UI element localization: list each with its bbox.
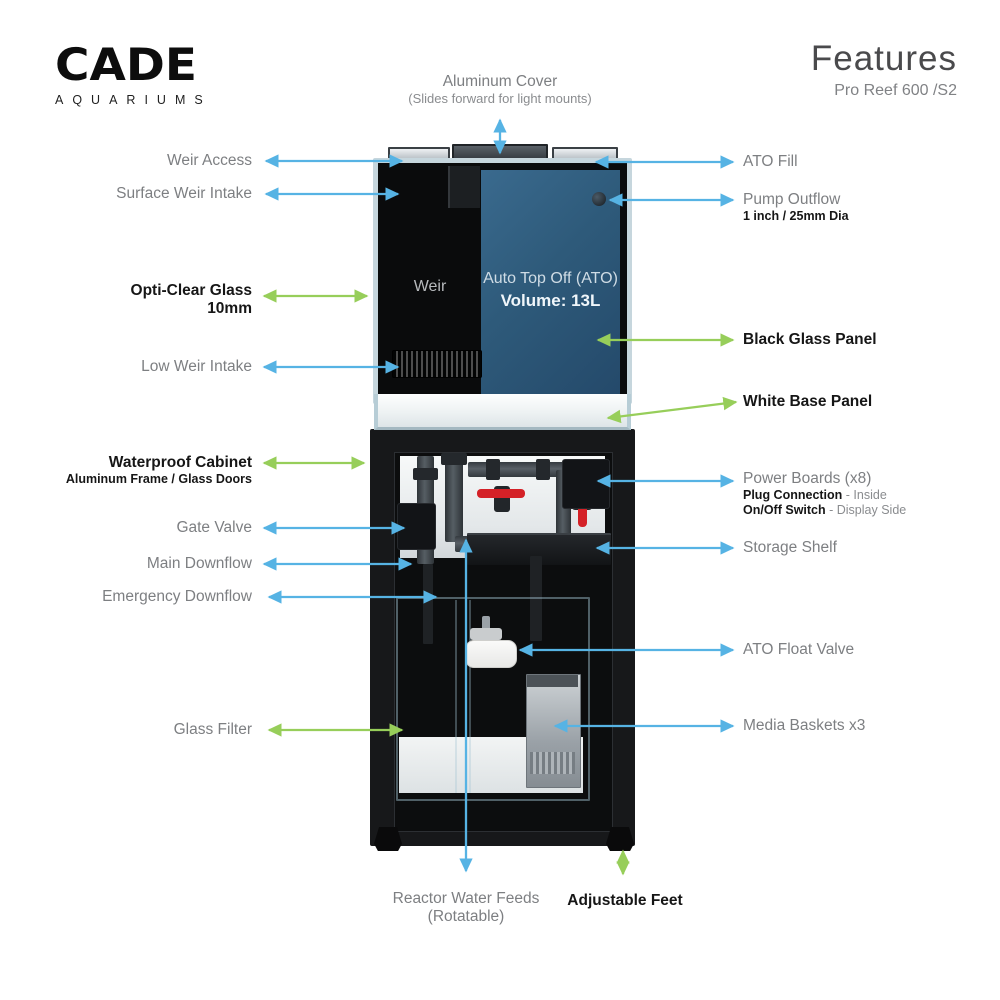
- callout-black-glass-panel: Black Glass Panel: [743, 331, 877, 348]
- callout-ato-fill: ATO Fill: [743, 153, 798, 170]
- power-board-box: [562, 459, 610, 509]
- weir-panel-label: Weir: [413, 278, 447, 295]
- media-basket-slats: [530, 752, 575, 774]
- power-boards-title: Power Boards (x8): [743, 470, 872, 487]
- sump-baffle: [455, 600, 457, 793]
- callout-aluminum-cover-subtitle: (Slides forward for light mounts): [408, 91, 592, 106]
- page-subtitle: Pro Reef 600 /S2: [834, 81, 957, 99]
- white-base-panel: [374, 394, 631, 430]
- page-title-block: Features Pro Reef 600 /S2: [657, 39, 957, 100]
- callout-storage-shelf: Storage Shelf: [743, 539, 837, 556]
- waterproof-cabinet-subtitle: Aluminum Frame / Glass Doors: [65, 472, 252, 486]
- pipe-coupling: [536, 459, 550, 480]
- callout-adjustable-feet: Adjustable Feet: [567, 892, 683, 909]
- power-boards-detail-1-rest: - Inside: [842, 488, 887, 502]
- callout-low-weir-intake: Low Weir Intake: [141, 358, 252, 375]
- reactor-water-feeds-title: Reactor Water Feeds: [392, 890, 540, 907]
- adjustable-foot-right: [606, 827, 634, 851]
- callout-power-boards: Power Boards (x8) Plug Connection - Insi…: [743, 470, 993, 518]
- main-downflow-pipe: [445, 456, 463, 542]
- waterproof-cabinet-title: Waterproof Cabinet: [108, 454, 252, 471]
- callout-waterproof-cabinet: Waterproof Cabinet Aluminum Frame / Glas…: [0, 454, 252, 487]
- callout-white-base-panel: White Base Panel: [743, 393, 873, 410]
- opti-clear-title: Opti-Clear Glass: [130, 282, 252, 299]
- callout-media-baskets: Media Baskets x3: [743, 717, 866, 734]
- callout-weir-access: Weir Access: [167, 152, 252, 169]
- callout-emergency-downflow: Emergency Downflow: [102, 588, 252, 605]
- pipe-coupling: [441, 453, 467, 465]
- adjustable-foot-left: [374, 827, 402, 851]
- brand-logo-word: CADE: [55, 39, 197, 92]
- callout-gate-valve: Gate Valve: [176, 519, 252, 536]
- sump-inlet-pipe: [530, 556, 542, 641]
- pump-outflow-subtitle: 1 inch / 25mm Dia: [743, 209, 849, 223]
- ato-float-valve-body: [465, 640, 517, 668]
- power-boards-detail-1: Plug Connection - Inside: [743, 488, 993, 503]
- callout-main-downflow: Main Downflow: [146, 555, 252, 572]
- callout-ato-float-valve: ATO Float Valve: [743, 641, 855, 658]
- callout-surface-weir-intake: Surface Weir Intake: [116, 185, 252, 202]
- weir-access-notch: [448, 166, 480, 208]
- ato-panel-labels: Auto Top Off (ATO) Volume: 13L: [481, 270, 620, 311]
- pump-outflow-title: Pump Outflow: [743, 191, 841, 208]
- red-valve-handle: [477, 489, 525, 498]
- callout-glass-filter: Glass Filter: [173, 721, 252, 738]
- media-basket-opening: [527, 675, 578, 687]
- callout-pump-outflow: Pump Outflow 1 inch / 25mm Dia: [743, 191, 993, 224]
- pipe-coupling: [413, 468, 438, 480]
- ato-panel-label-line2: Volume: 13L: [500, 291, 601, 310]
- callout-opti-clear-glass-text: Opti-Clear Glass 10mm: [0, 282, 252, 318]
- brand-tagline: AQUARIUMS: [55, 93, 212, 107]
- power-boards-detail-2-rest: - Display Side: [825, 503, 907, 517]
- pump-outflow-fitting: [592, 192, 606, 206]
- callout-reactor-water-feeds: Reactor Water Feeds (Rotatable): [316, 890, 616, 926]
- gate-valve-body: [397, 503, 436, 550]
- opti-clear-subtitle: 10mm: [207, 300, 252, 317]
- pipe-coupling: [486, 459, 500, 480]
- sump-inlet-pipe: [423, 564, 433, 644]
- page-title: Features: [810, 39, 957, 78]
- ato-float-valve-fitting: [470, 628, 502, 640]
- sump-tank: [396, 597, 590, 801]
- brand-logo: CADE AQUARIUMS: [55, 42, 212, 107]
- callout-aluminum-cover-title: Aluminum Cover: [442, 73, 558, 90]
- ato-reservoir-panel: [481, 170, 620, 400]
- low-weir-intake-grille: [392, 350, 482, 378]
- power-boards-detail-1-bold: Plug Connection: [743, 488, 843, 502]
- reactor-water-feeds-subtitle: (Rotatable): [427, 908, 505, 925]
- callout-aluminum-cover: Aluminum Cover (Slides forward for light…: [350, 73, 650, 107]
- power-boards-detail-2: On/Off Switch - Display Side: [743, 503, 993, 518]
- ato-panel-label-line1: Auto Top Off (ATO): [483, 270, 618, 287]
- power-boards-detail-2-bold: On/Off Switch: [743, 503, 826, 517]
